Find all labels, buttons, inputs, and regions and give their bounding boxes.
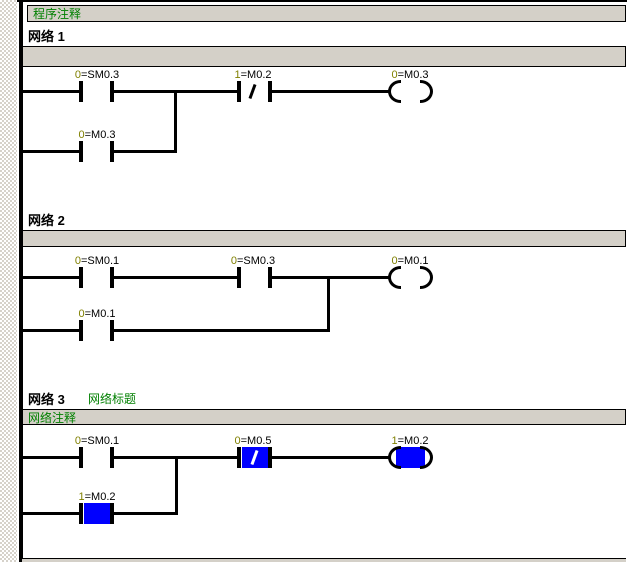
branch-wire [174,90,177,153]
wire [23,276,80,279]
left-power-rail [19,0,23,562]
coil-highlight [396,447,425,468]
coil-right-arc-icon [420,266,433,289]
contact-bar[interactable] [79,447,83,468]
contact-label[interactable]: 1=M0.2 [47,491,147,503]
operand-value: 0 [391,255,398,267]
wire [271,90,390,93]
operand-address: =M0.2 [84,491,116,503]
contact-bar[interactable] [268,447,272,468]
contact-label[interactable]: 0=M0.1 [47,308,147,320]
wire [23,512,80,515]
operand-value: 0 [78,308,85,320]
coil-left-arc-icon [388,266,401,289]
contact-label[interactable]: 0=SM0.1 [47,435,147,447]
operand-address: =SM0.1 [80,255,120,267]
program-comment-bar[interactable]: 程序注释 [27,5,626,22]
contact-label[interactable]: 0=M0.5 [203,435,303,447]
contact-bar[interactable] [268,81,272,102]
network-3-subtitle[interactable]: 网络标题 [88,392,137,406]
wire [23,329,80,332]
coil-left-arc-icon [388,80,401,103]
contact-bar[interactable] [110,503,114,524]
contact-label[interactable]: 0=SM0.3 [47,69,147,81]
operand-value: 0 [391,69,398,81]
operand-address: =SM0.3 [236,255,276,267]
operand-address: =SM0.1 [80,435,120,447]
nc-slash-icon [248,83,257,100]
operand-value: 1 [78,491,85,503]
contact-label[interactable]: 1=M0.2 [203,69,303,81]
output-coil[interactable] [388,446,433,469]
network-2-comment-bar[interactable] [22,230,626,247]
gutter-strip [0,0,17,562]
wire [113,150,177,153]
contact-bar[interactable] [79,141,83,162]
wire [113,276,238,279]
operand-address: =SM0.3 [80,69,120,81]
network-3-comment-text: 网络注释 [28,411,77,425]
contact-bar[interactable] [79,267,83,288]
contact-bar[interactable] [79,81,83,102]
operand-address: =M0.3 [84,129,116,141]
operand-value: 0 [234,435,241,447]
contact-label[interactable]: 0=M0.3 [47,129,147,141]
wire [23,456,80,459]
operand-value: 1 [234,69,241,81]
next-network-comment-bar-partial[interactable] [22,558,626,562]
wire [23,150,80,153]
operand-address: =M0.2 [240,69,272,81]
operand-value: 0 [74,435,81,447]
network-2-title[interactable]: 网络 2 [28,213,65,228]
operand-value: 1 [391,435,398,447]
operand-value: 0 [230,255,237,267]
operand-address: =M0.5 [240,435,272,447]
coil-left-arc-icon [388,446,401,469]
network-1-title[interactable]: 网络 1 [28,29,65,44]
operand-address: =M0.1 [84,308,116,320]
network-3-title[interactable]: 网络 3 [28,392,65,407]
contact-bar[interactable] [237,81,241,102]
operand-value: 0 [74,255,81,267]
branch-wire [175,456,178,515]
nc-slash-icon [250,449,259,466]
coil-label[interactable]: 0=M0.1 [360,255,460,267]
output-coil[interactable] [388,266,433,289]
wire [271,276,390,279]
branch-wire [327,276,330,332]
operand-address: =M0.2 [397,435,429,447]
contact-bar[interactable] [79,320,83,341]
nc-contact-highlight[interactable] [242,447,268,468]
network-3-comment-bar[interactable]: 网络注释 [22,409,626,425]
coil-label[interactable]: 0=M0.3 [360,69,460,81]
contact-bar[interactable] [237,447,241,468]
operand-address: =M0.1 [397,255,429,267]
coil-right-arc-icon [420,80,433,103]
contact-bar[interactable] [110,447,114,468]
contact-bar[interactable] [110,320,114,341]
operand-value: 0 [78,129,85,141]
network-1-comment-bar[interactable] [22,46,626,67]
contact-bar[interactable] [110,81,114,102]
contact-bar[interactable] [79,503,83,524]
operand-address: =M0.3 [397,69,429,81]
wire [113,512,178,515]
coil-label[interactable]: 1=M0.2 [360,435,460,447]
top-border [17,0,627,2]
operand-value: 0 [74,69,81,81]
contact-bar[interactable] [268,267,272,288]
contact-bar[interactable] [110,141,114,162]
contact-label[interactable]: 0=SM0.1 [47,255,147,267]
contact-highlight[interactable] [84,503,110,524]
contact-label[interactable]: 0=SM0.3 [203,255,303,267]
coil-right-arc-icon [420,446,433,469]
contact-bar[interactable] [237,267,241,288]
wire [23,90,80,93]
wire [271,456,390,459]
program-comment-text: 程序注释 [33,7,82,21]
output-coil[interactable] [388,80,433,103]
wire [113,329,330,332]
contact-bar[interactable] [110,267,114,288]
